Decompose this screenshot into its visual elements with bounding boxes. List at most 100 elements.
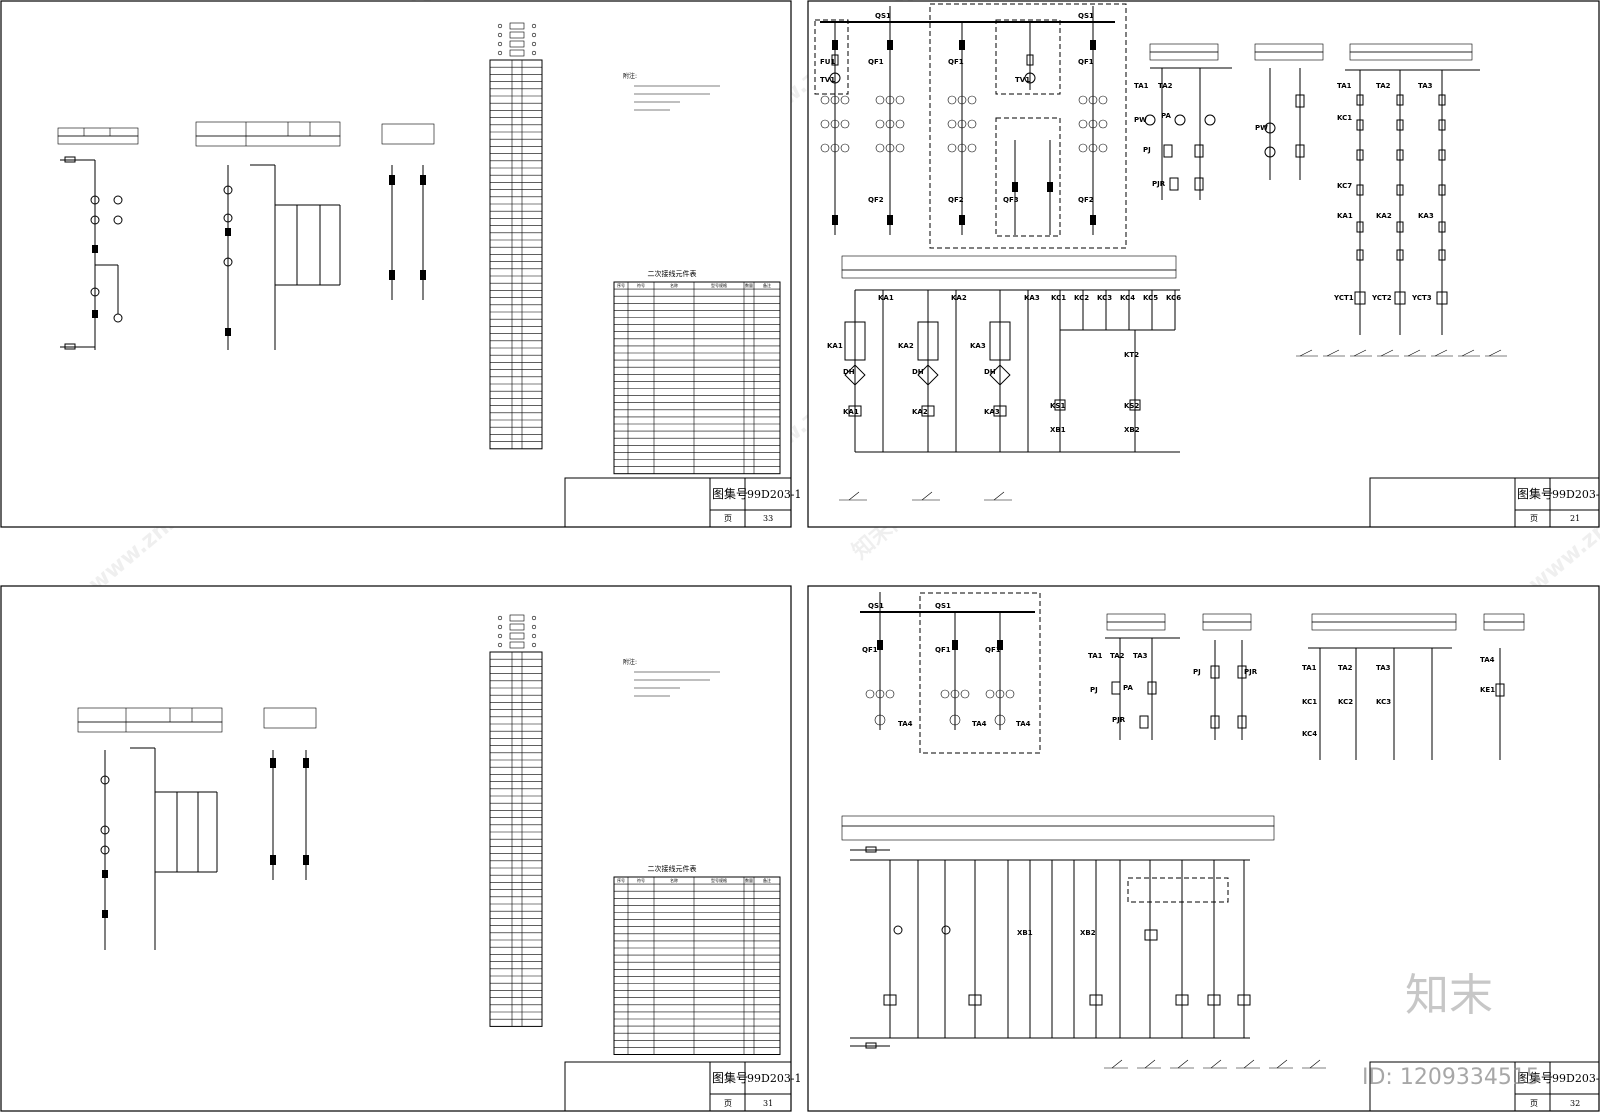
relay-contact — [1438, 149, 1446, 161]
relay-coil — [883, 994, 897, 1006]
page-label: 页 — [724, 514, 732, 523]
terminal-dot — [497, 642, 503, 648]
breaker-contact — [887, 40, 893, 50]
contact-symbol — [1144, 1059, 1156, 1069]
label-pjr-a: PJR — [1152, 180, 1166, 188]
table-header: 符号 — [637, 282, 645, 288]
label-pw-b: PW — [1255, 124, 1268, 132]
label-ta3-p: TA3 — [1376, 664, 1391, 672]
current-transformer — [885, 689, 895, 699]
current-transformer — [830, 119, 840, 129]
terminal-dot — [497, 633, 503, 639]
current-transformer — [940, 689, 950, 699]
label-ka2-out: KA2 — [912, 408, 928, 416]
relay-contact — [1396, 119, 1404, 131]
label-kc4-p: KC4 — [1302, 730, 1317, 738]
contact-symbol — [1111, 1059, 1123, 1069]
label-ta3-r: TA3 — [1418, 82, 1433, 90]
current-transformer — [957, 143, 967, 153]
terminal-dot — [531, 624, 537, 630]
relay-contact — [1396, 249, 1404, 261]
terminal-strip — [489, 614, 543, 1027]
label-kc5: KC5 — [1143, 294, 1158, 302]
relay-box — [844, 321, 866, 361]
current-transformer — [967, 119, 977, 129]
current-transformer — [1098, 143, 1108, 153]
table-header: 符号 — [637, 877, 645, 883]
breaker-contact — [1047, 182, 1053, 192]
contact-symbol — [1380, 349, 1394, 357]
current-transformer — [820, 143, 830, 153]
indicator-lamp — [941, 925, 951, 935]
current-transformer — [967, 95, 977, 105]
breaker-contact — [877, 640, 883, 650]
label-ka1-out: KA1 — [843, 408, 859, 416]
terminal-fuse — [509, 22, 525, 30]
label-ta1: TA1 — [1134, 82, 1149, 90]
current-transformer — [947, 119, 957, 129]
breaker-contact — [997, 640, 1003, 650]
label-qf2-c: QF2 — [1078, 196, 1094, 204]
contact-symbol — [1309, 1059, 1321, 1069]
current-transformer — [840, 119, 850, 129]
label-ta4-b: TA4 — [972, 720, 987, 728]
rectifier-bridge — [844, 364, 866, 386]
label-pjr-b: PJR — [1112, 716, 1126, 724]
current-transformer — [947, 95, 957, 105]
label-pw-a: PW — [1134, 116, 1147, 124]
relay-contact — [1438, 119, 1446, 131]
contact-symbol — [1461, 349, 1475, 357]
label-qs1-d: QS1 — [935, 602, 951, 610]
relay-coil — [1144, 929, 1158, 941]
label-qf1-b: QF1 — [948, 58, 964, 66]
terminal-dot — [531, 642, 537, 648]
current-transformer — [947, 143, 957, 153]
contact-symbol — [1407, 349, 1421, 357]
terminal-strip — [489, 22, 543, 450]
brand-logo: 知末 — [1405, 970, 1493, 1021]
table-header: 型号规格 — [711, 282, 727, 288]
label-pjr-c: PJR — [1244, 668, 1258, 676]
parts-table: 序号符号名称型号规格数量备注 — [613, 876, 781, 1055]
relay-coil — [968, 994, 982, 1006]
parts-table-title: 二次接线元件表 — [648, 269, 697, 278]
terminal-dot — [531, 615, 537, 621]
current-transformer — [1078, 95, 1088, 105]
relay-contact — [1356, 149, 1364, 161]
atlas-label: 图集号 — [1517, 486, 1553, 501]
label-kc1-p: KC1 — [1302, 698, 1317, 706]
current-transformer — [875, 143, 885, 153]
signal-relay — [1054, 399, 1066, 411]
label-kc1-l: KC1 — [1051, 294, 1066, 302]
current-transformer — [885, 95, 895, 105]
table-header: 数量 — [745, 282, 753, 288]
terminal-dot — [497, 50, 503, 56]
page-number: 33 — [763, 514, 773, 523]
current-transformer — [865, 689, 875, 699]
table-header: 型号规格 — [711, 877, 727, 883]
terminal-dot — [531, 50, 537, 56]
label-ka3: KA3 — [1024, 294, 1040, 302]
sheet-bottom-left: 附注: 二次接线元件表 序号符号名称型号规格数量备注 图集号 99D203-1 … — [0, 585, 802, 1112]
current-transformer — [830, 95, 840, 105]
current-transformer — [895, 119, 905, 129]
zero-sequence-ct — [949, 714, 961, 726]
label-dh-a: DH — [843, 368, 855, 376]
terminal-dot — [531, 41, 537, 47]
current-transformer — [830, 143, 840, 153]
trip-coil — [1394, 291, 1406, 305]
table-header: 序号 — [617, 877, 625, 883]
contact-symbol — [921, 491, 933, 501]
relay-coil — [1207, 994, 1221, 1006]
label-ka2-r: KA2 — [1376, 212, 1392, 220]
label-pa-b: PA — [1123, 684, 1133, 692]
id-text: ID: 1209334515 — [1362, 1065, 1540, 1090]
contact-symbol — [1243, 1059, 1255, 1069]
relay-contact — [1356, 94, 1364, 106]
zero-sequence-ct — [994, 714, 1006, 726]
atlas-number: 99D203-1 — [747, 488, 802, 501]
terminal-dot — [531, 32, 537, 38]
current-transformer — [1078, 143, 1088, 153]
atlas-number: 99D203-1 — [1552, 488, 1600, 501]
atlas-label: 图集号 — [712, 486, 748, 501]
